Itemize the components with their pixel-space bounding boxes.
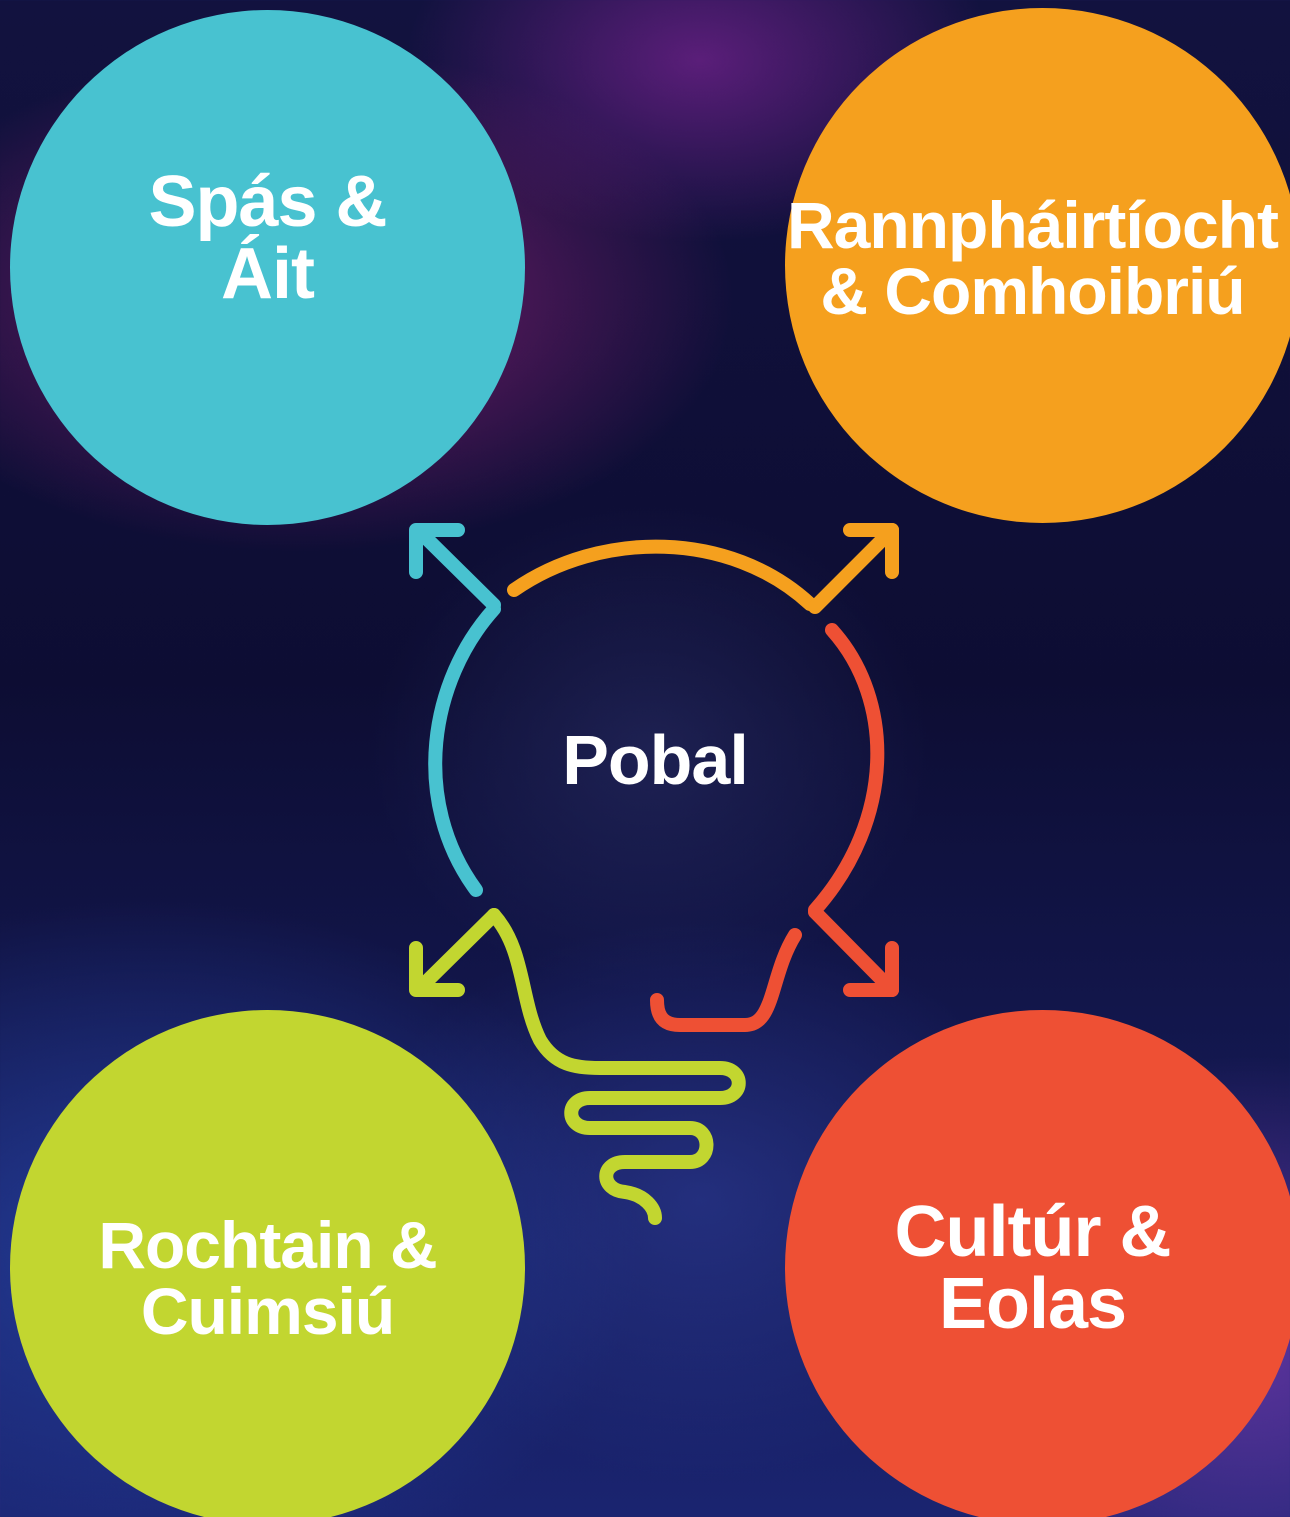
arrow-icon [843,941,899,997]
node-label-line: Rannpháirtíocht [787,187,1279,262]
node-label-line: Spás & [148,161,387,242]
arrow-icon [808,905,899,997]
node-label-line: & Comhoibriú [820,253,1245,328]
arrow-icon [843,523,899,579]
bulb-arc-red [808,623,885,917]
bulb-arc-orange [507,539,817,611]
node-label-line: Cuimsiú [140,1273,395,1348]
bulb-filament-green [487,908,746,1225]
node-rannphairtiocht-comhoibriu: Rannpháirtíocht & Comhoibriú [785,8,1290,523]
node-cultur-eolas: Cultúr & Eolas [785,1010,1290,1517]
node-spas-ait: Spás & Áit [10,10,525,525]
bulb-arc-cyan [428,602,501,897]
center-label: Pobal [562,721,749,799]
arrow-icon [409,523,465,579]
node-label-line: Rochtain & [98,1207,437,1282]
arrow-icon [411,523,501,612]
node-label: Cultúr & Eolas [894,1191,1172,1344]
node-label: Rochtain & Cuimsiú [98,1207,437,1348]
arrow-icon [808,523,899,614]
node-label-line: Eolas [938,1263,1127,1344]
arrow-icon [409,941,465,997]
bulb-base-red [650,928,802,1032]
node-label-line: Cultúr & [894,1191,1172,1272]
node-label: Rannpháirtíocht & Comhoibriú [787,187,1279,328]
node-label: Spás & Áit [148,161,387,314]
node-rochtain-cuimsiu: Rochtain & Cuimsiú [10,1010,525,1517]
node-label-line: Áit [221,233,315,314]
arrow-icon [411,908,501,997]
